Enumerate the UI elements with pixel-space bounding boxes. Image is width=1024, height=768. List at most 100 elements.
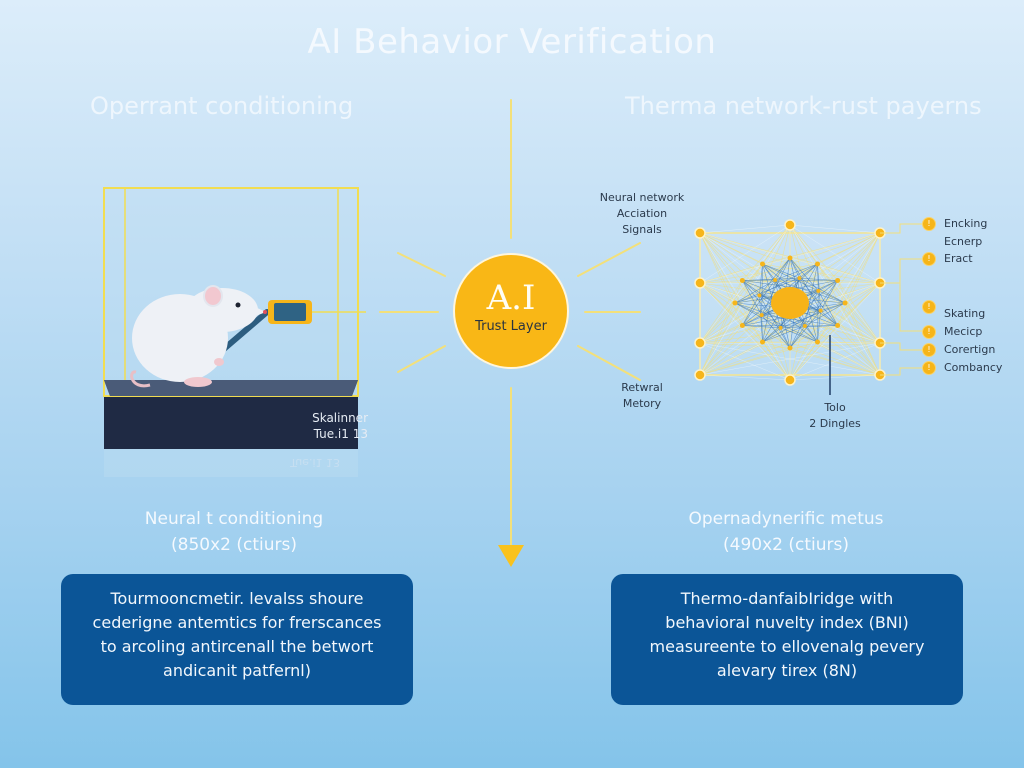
- description-line: behavioral nuvelty index (BNI): [665, 613, 909, 632]
- network-edge: [789, 257, 881, 344]
- network-node: [732, 300, 738, 306]
- network-edge: [761, 314, 838, 326]
- network-edge: [699, 263, 763, 376]
- network-node: [818, 308, 823, 313]
- right-caption-line2: (490x2 (ctiurs): [723, 535, 849, 555]
- chamber-label-line1: Skalinner: [312, 411, 368, 425]
- network-node: [694, 227, 706, 239]
- network-node: [787, 255, 793, 261]
- retwral-metory-label: Retwral Metory: [600, 380, 684, 412]
- network-edge: [789, 374, 881, 381]
- label-line: Acciation: [616, 207, 668, 220]
- left-caption: Neural t conditioning (850x2 (ctiurs): [84, 506, 384, 558]
- legend-connector: [880, 342, 922, 351]
- rat-illustration: [130, 285, 267, 388]
- network-node: [815, 261, 820, 267]
- label-line: Neural network: [599, 191, 685, 204]
- network-edge: [789, 232, 881, 349]
- network-edge: [734, 302, 881, 376]
- network-edge: [789, 325, 838, 381]
- network-node: [759, 313, 764, 318]
- network-edge: [837, 325, 881, 376]
- network-edge: [799, 277, 838, 281]
- network-node: [694, 277, 706, 289]
- network-edge: [734, 277, 800, 304]
- chamber-reflection: [104, 449, 358, 477]
- network-edge: [742, 280, 881, 344]
- network-core: [771, 287, 809, 319]
- network-edge: [699, 282, 838, 326]
- network-edge: [742, 280, 760, 296]
- description-line: cederigne antemtics for frerscances: [92, 613, 382, 632]
- network-edge: [699, 232, 791, 349]
- network-edge: [761, 314, 818, 343]
- network-edge: [820, 280, 838, 311]
- network-edge: [818, 280, 838, 292]
- network-edge: [699, 282, 763, 343]
- right-caption-line1: Opernadynerific metus: [688, 509, 884, 529]
- legend-bullet-icon: !: [922, 325, 936, 339]
- network-edge: [789, 342, 881, 381]
- network-node: [784, 374, 796, 386]
- network-edge: [817, 282, 881, 343]
- network-edge: [699, 232, 743, 326]
- network-edge: [699, 280, 838, 376]
- label-line: Tolo: [824, 401, 846, 414]
- network-edge: [762, 224, 791, 265]
- network-node: [739, 278, 745, 283]
- legend-item: Skating: [944, 307, 986, 320]
- network-edge: [759, 295, 791, 349]
- label-line: Metory: [622, 397, 662, 410]
- network-node: [835, 278, 841, 283]
- network-edge: [699, 282, 743, 326]
- network-edge: [742, 282, 881, 326]
- legend-connector: [880, 258, 922, 284]
- network-edge: [799, 277, 838, 326]
- legend-item: Eract: [944, 252, 973, 265]
- network-edge: [699, 263, 763, 344]
- network-edge: [759, 263, 818, 296]
- network-edge: [762, 279, 776, 343]
- network-node: [694, 369, 706, 381]
- arrow-down-icon: [498, 545, 524, 567]
- right-heading: Therma network-rust payerns: [625, 92, 982, 120]
- legend-connector: [880, 282, 922, 332]
- neural-signals-label: Neural network Acciation Signals: [592, 190, 692, 238]
- ray-left-upper: [397, 252, 446, 277]
- legend-item: Ecnerp: [944, 235, 983, 248]
- network-edge: [817, 310, 821, 343]
- network-edge: [789, 310, 821, 349]
- network-edge: [699, 224, 791, 284]
- network-edge: [762, 310, 821, 343]
- network-edge: [837, 232, 881, 326]
- network-edge: [762, 325, 806, 343]
- neural-network: [694, 219, 922, 386]
- network-edge: [820, 310, 838, 326]
- right-description-box: Thermo-danfaibIridge with behavioral nuv…: [611, 574, 963, 705]
- dingles-label: Tolo 2 Dingles: [790, 400, 880, 432]
- network-node: [778, 325, 783, 330]
- network-edge: [742, 325, 781, 329]
- network-edge: [817, 290, 819, 342]
- network-node: [773, 278, 778, 283]
- network-edge: [761, 264, 763, 316]
- legend-item: Encking: [944, 217, 988, 230]
- network-node: [797, 276, 802, 281]
- network-node: [842, 300, 848, 306]
- network-edge: [699, 302, 736, 376]
- network-edge: [789, 224, 881, 234]
- network-edge: [742, 232, 881, 326]
- network-edge: [762, 263, 819, 292]
- network-edge: [762, 341, 881, 376]
- ray-right-upper: [577, 242, 641, 277]
- description-line: to arcoling antircenall the betwort: [100, 637, 374, 656]
- network-node: [816, 288, 821, 293]
- legend-bullet-icon: !: [922, 252, 936, 266]
- network-edge: [837, 280, 881, 376]
- network-edge: [789, 224, 838, 281]
- network-edge: [699, 232, 763, 265]
- network-edge: [799, 263, 818, 279]
- network-edge: [817, 264, 819, 291]
- network-edge: [742, 280, 819, 292]
